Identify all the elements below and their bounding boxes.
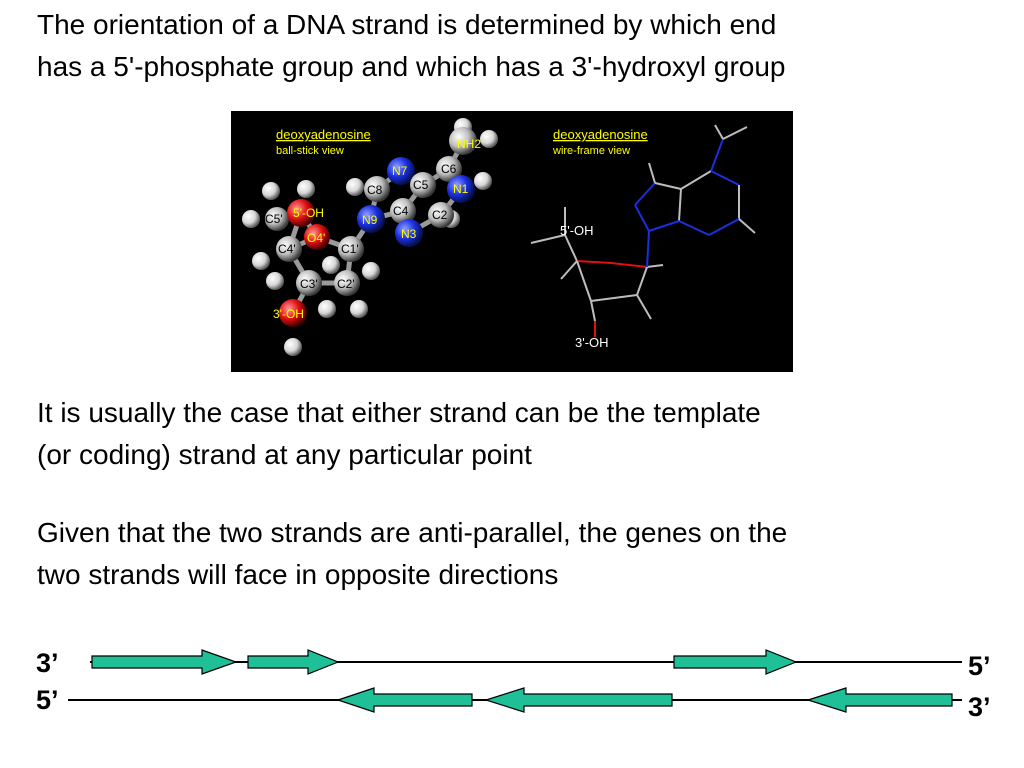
template-line-2: (or coding) strand at any particular poi… <box>37 439 532 470</box>
label-c6: C6 <box>441 162 457 176</box>
template-line-1: It is usually the case that either stran… <box>37 397 761 428</box>
label-3-oh: 3'-OH <box>273 307 304 321</box>
bottom-strand-left-end: 5’ <box>36 685 59 715</box>
antiparallel-paragraph: Given that the two strands are anti-para… <box>37 512 997 596</box>
label-c4: C4 <box>393 204 409 218</box>
label-o4-prime: O4' <box>307 231 325 245</box>
intro-paragraph: The orientation of a DNA strand is deter… <box>37 4 997 88</box>
ball-stick-atoms <box>242 118 498 356</box>
label-nh2: NH2 <box>457 137 481 151</box>
intro-line-1: The orientation of a DNA strand is deter… <box>37 9 777 40</box>
wire-frame-title: deoxyadenosine <box>553 127 648 142</box>
ball-stick-title: deoxyadenosine <box>276 127 371 142</box>
intro-line-2: has a 5'-phosphate group and which has a… <box>37 51 786 82</box>
ball-stick-subtitle: ball-stick view <box>276 145 344 157</box>
wire-label-3-oh: 3'-OH <box>575 335 609 350</box>
label-c3-prime: C3' <box>300 277 318 291</box>
label-5-oh: 5'-OH <box>293 206 324 220</box>
label-n7: N7 <box>392 164 408 178</box>
label-n1: N1 <box>453 182 469 196</box>
label-c1-prime: C1' <box>341 242 359 256</box>
bottom-strand-right-end: 3’ <box>968 692 991 722</box>
gene-strand-diagram: 3’ 5’ 5’ 3’ <box>24 620 1006 740</box>
wire-frame-bonds <box>530 124 756 337</box>
label-c2: C2 <box>432 208 448 222</box>
label-c5: C5 <box>413 178 429 192</box>
bottom-gene-arrow-2 <box>484 687 673 713</box>
molecule-svg: deoxyadenosine ball-stick view deoxyaden… <box>242 118 756 356</box>
template-paragraph: It is usually the case that either stran… <box>37 392 997 476</box>
strand-svg: 3’ 5’ 5’ 3’ <box>36 648 991 722</box>
bottom-gene-arrow-3 <box>806 687 953 713</box>
label-c4-prime: C4' <box>278 242 296 256</box>
top-gene-arrow-3 <box>673 649 798 675</box>
label-c8: C8 <box>367 183 383 197</box>
label-c2-prime: C2' <box>337 277 355 291</box>
antiparallel-line-2: two strands will face in opposite direct… <box>37 559 559 590</box>
top-strand-right-end: 5’ <box>968 651 991 681</box>
bottom-gene-arrow-1 <box>336 687 473 713</box>
antiparallel-line-1: Given that the two strands are anti-para… <box>37 517 788 548</box>
top-gene-arrow-2 <box>247 649 340 675</box>
label-c5-prime: C5' <box>265 212 283 226</box>
ball-stick-atom-labels: NH2 C6 N7 C5 C8 N1 C4 N9 C2 N3 C5' 5'-OH… <box>265 137 481 321</box>
label-n9: N9 <box>362 213 378 227</box>
top-strand-left-end: 3’ <box>36 648 59 678</box>
wire-frame-subtitle: wire-frame view <box>552 145 630 157</box>
label-n3: N3 <box>401 227 417 241</box>
deoxyadenosine-figure: deoxyadenosine ball-stick view deoxyaden… <box>231 111 793 372</box>
wire-label-5-oh: 5'-OH <box>560 223 594 238</box>
top-gene-arrow-1 <box>91 649 238 675</box>
